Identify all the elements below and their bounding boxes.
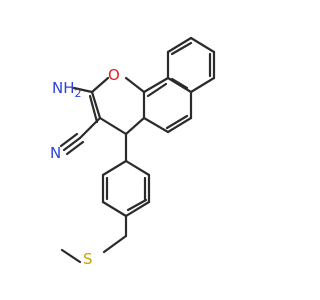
- bond-ph6-ph1: [101, 159, 128, 177]
- bond-ph1-ph2: [124, 159, 151, 177]
- bonds: [59, 36, 216, 264]
- amino-label-text: NH2: [52, 79, 82, 100]
- bond-c9-c8: [189, 36, 216, 54]
- sulfur-atom-label: S: [83, 250, 93, 268]
- molecule-diagram: NH2 O N S: [50, 36, 216, 268]
- bond-c3-cn: [78, 116, 102, 140]
- bond-o1-c10b: [124, 76, 146, 94]
- amino-group-label: NH2: [52, 79, 82, 100]
- bond-c10-c9-double: [170, 41, 193, 56]
- bond-c10b-c10a: [142, 76, 170, 94]
- bond-nitrile-triple-3: [65, 140, 85, 156]
- bond-c7-c6a: [189, 76, 216, 94]
- bond-c3-c2: [90, 90, 102, 120]
- bond-c10b-c10a-double: [146, 82, 168, 98]
- bond-ph3-ph4: [124, 200, 151, 218]
- bond-c6-c5: [166, 116, 193, 134]
- bond-c3-c2-double: [88, 94, 99, 124]
- bond-c5-c4a: [142, 116, 170, 134]
- nitrile-nitrogen-label: N: [50, 144, 61, 162]
- bond-ph4-ph5: [101, 200, 128, 218]
- bond-c2-o1: [90, 76, 110, 94]
- bond-nitrile-triple-1: [62, 136, 82, 152]
- oxygen-atom-label: O: [108, 66, 120, 84]
- bond-c2-n-amino: [72, 86, 94, 94]
- bond-c4a-c4: [124, 116, 146, 136]
- bond-c10-c9: [166, 36, 193, 54]
- bond-c6a-c10a-double: [170, 77, 189, 90]
- bond-c6-c5-double: [165, 114, 189, 130]
- bond-to-sulfur: [102, 234, 128, 254]
- bond-c4-c3: [98, 116, 128, 136]
- bond-nitrile-triple-2: [59, 132, 79, 148]
- bond-c10a-c6a: [166, 76, 193, 94]
- structure-canvas: NH2 O N S: [50, 36, 216, 268]
- bond-ph3-ph4-double: [126, 198, 148, 212]
- bond-s-methyl: [60, 248, 82, 264]
